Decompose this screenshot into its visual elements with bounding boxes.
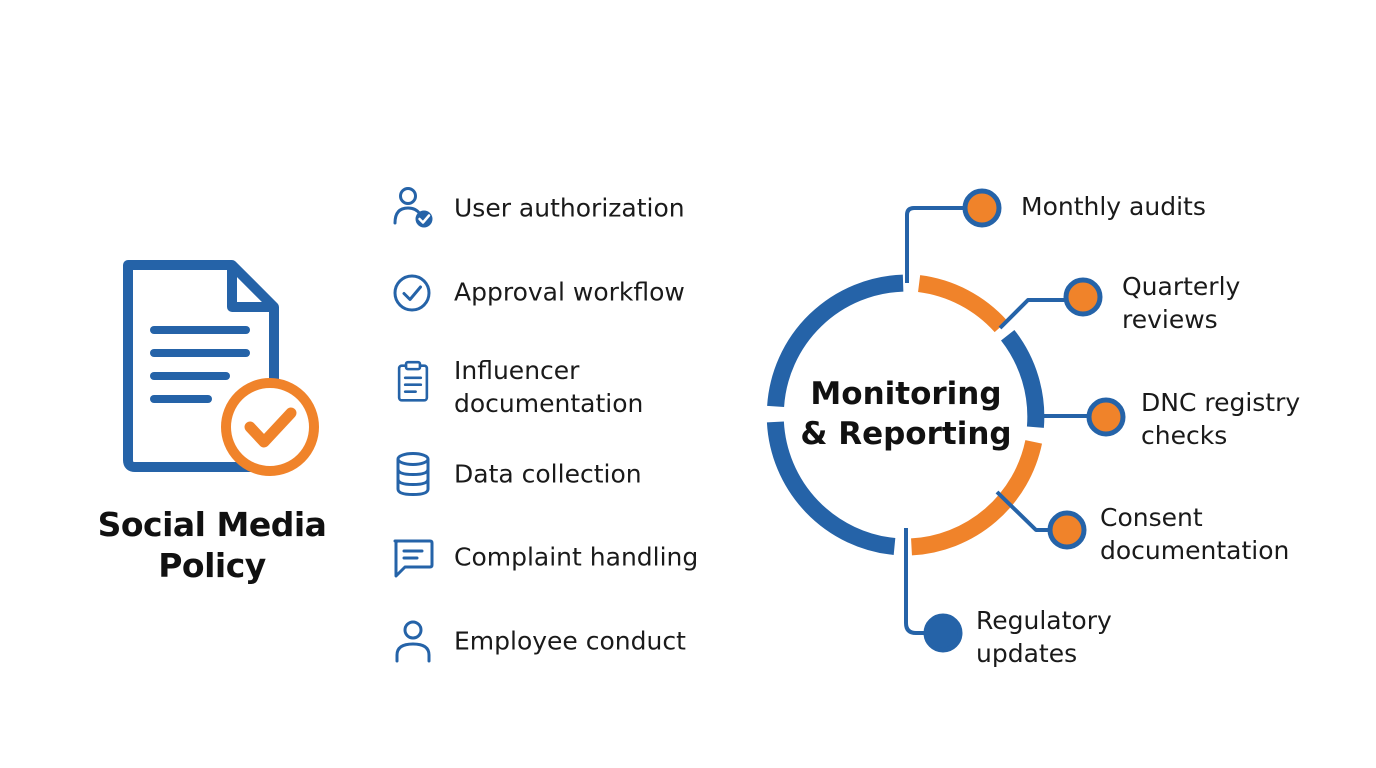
node-dnc-registry-dot [1086,397,1126,437]
node-quarterly-reviews-dot [1063,277,1103,317]
connector-regulatory [904,528,926,635]
user-icon [395,620,431,663]
chat-bubble-icon [393,539,434,578]
database-icon [396,452,430,497]
list-item-employee-conduct: Employee conduct [388,615,718,667]
list-item-user-authorization: User authorization [388,182,718,234]
ring-arc-top-right [917,275,1008,333]
user-check-icon [393,187,433,228]
node-label-regulatory: Regulatory updates [976,606,1112,668]
connector-consent [995,490,1052,532]
monitoring-title: Monitoring & Reporting [800,376,1012,452]
ring-arc-bottom-right [910,440,1043,556]
list-item-approval-workflow: Approval workflow [388,266,718,318]
node-label-monthly-audits: Monthly audits [1021,192,1206,221]
clipboard-icon [397,360,429,402]
ring-arc-bottom-left [766,421,896,555]
connector-monthly-audits [905,206,965,283]
connector-quarterly-reviews [998,298,1065,330]
list-item-influencer-documentation: Influencer documentation [388,356,718,418]
list-item-label: User authorization [454,193,685,223]
monitoring-diagram [766,188,1126,653]
list-item-label: Approval workflow [454,277,685,307]
document-check-icon [123,260,319,476]
ring-arc-top-left [767,274,904,408]
node-label-consent: Consent documentation [1100,503,1290,565]
list-item-label: Complaint handling [454,542,699,572]
list-item-data-collection: Data collection [388,448,718,500]
list-item-label: Influencer documentation [454,356,644,418]
list-item-label: Employee conduct [454,626,686,656]
node-regulatory-dot [923,613,963,653]
list-item-complaint-handling: Complaint handling [388,531,718,583]
check-circle-icon [393,274,431,312]
list-item-label: Data collection [454,459,642,489]
policy-title: Social Media Policy [97,505,327,585]
node-label-dnc-registry: DNC registry checks [1141,388,1301,450]
node-label-quarterly-reviews: Quarterly reviews [1122,272,1241,334]
node-monthly-audits-dot [962,188,1002,228]
node-consent-dot [1047,510,1087,550]
